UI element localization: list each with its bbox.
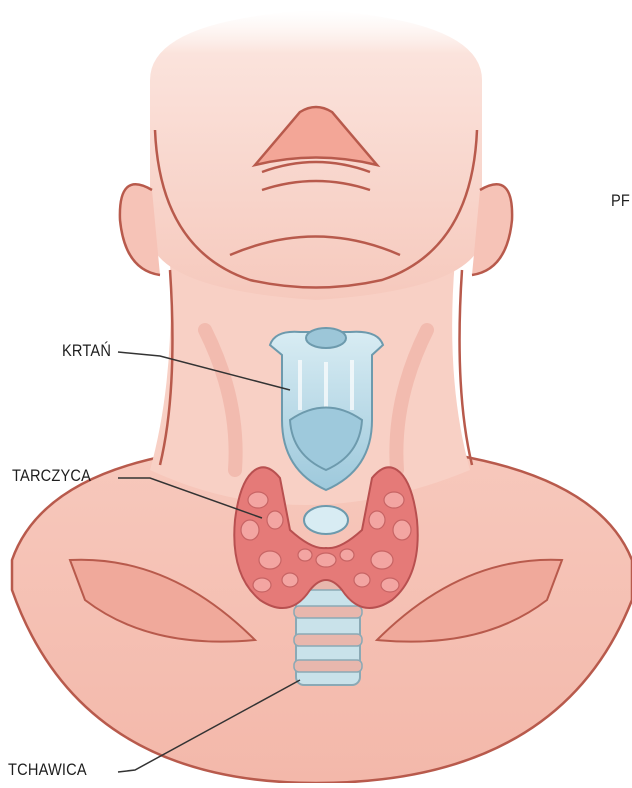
label-thyroid: TARCZYCA [12,466,91,486]
label-clipped: PF [611,191,630,211]
label-larynx: KRTAŃ [62,341,111,361]
label-trachea: TCHAWICA [8,760,87,780]
